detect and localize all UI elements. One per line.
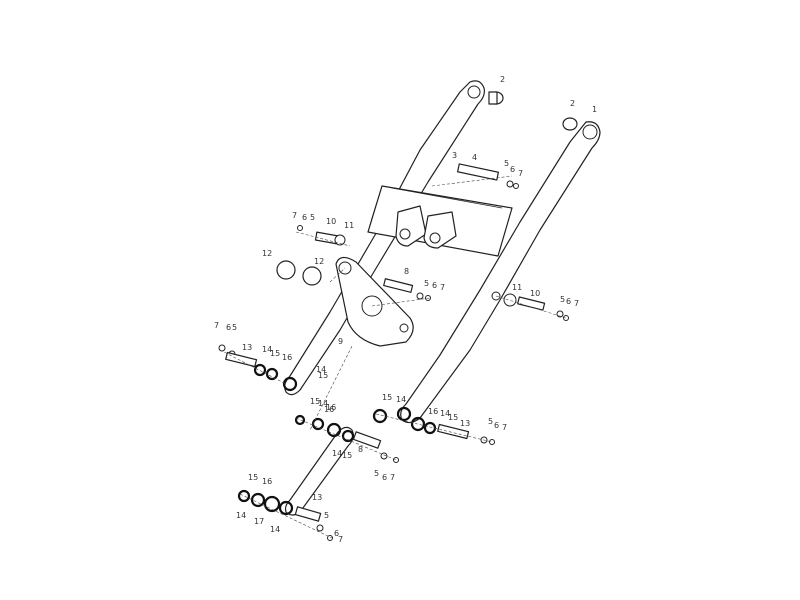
center-pin — [457, 163, 519, 189]
callout-label: 7 — [518, 169, 523, 178]
callout-label: 9 — [338, 337, 343, 346]
callout-label: 6 — [566, 297, 571, 306]
callout-label: 13 — [312, 493, 322, 502]
callout-label: 5 — [560, 295, 565, 304]
callout-label: 16 — [324, 405, 334, 414]
callout-label: 6 — [302, 213, 307, 222]
callout-label: 15 — [310, 397, 320, 406]
callout-label: 14 — [262, 345, 272, 354]
callout-label: 5 — [310, 213, 315, 222]
assembly-leaders — [219, 175, 567, 539]
callout-label: 14 — [316, 365, 326, 374]
bellcrank — [335, 256, 414, 347]
callout-label: 3 — [452, 151, 457, 160]
callout-label: 13 — [242, 343, 252, 352]
callout-label: 7 — [574, 299, 579, 308]
callout-label: 6 — [226, 323, 231, 332]
callout-label: 5 — [504, 159, 509, 168]
callout-label: 16 — [282, 353, 292, 362]
callout-label: 10 — [326, 217, 336, 226]
callout-label: 6 — [382, 473, 387, 482]
callout-label: 5 — [324, 511, 329, 520]
callout-label: 7 — [338, 535, 343, 544]
callout-label: 8 — [358, 445, 363, 454]
callout-label: 6 — [432, 281, 437, 290]
callout-label: 13 — [460, 419, 470, 428]
callout-label: 6 — [510, 165, 515, 174]
callout-label: 5 — [488, 417, 493, 426]
bushing-group-12 — [276, 260, 322, 286]
callout-label: 6 — [334, 529, 339, 538]
callout-label: 10 — [530, 289, 540, 298]
top-bushings — [488, 91, 578, 131]
callout-label: 4 — [472, 153, 477, 162]
callout-label: 7 — [502, 423, 507, 432]
callout-label: 15 — [318, 371, 328, 380]
callout-label: 15 — [448, 413, 458, 422]
tilt-link — [284, 414, 399, 516]
callout-label: 16 — [428, 407, 438, 416]
callout-label: 7 — [440, 283, 445, 292]
callout-label: 17 — [254, 517, 264, 526]
callout-label: 14 — [318, 399, 328, 408]
callout-label: 14 — [270, 525, 280, 534]
callout-label: 15 — [382, 393, 392, 402]
callout-label: 12 — [314, 257, 324, 266]
callout-label: 5 — [374, 469, 379, 478]
callout-label: 7 — [390, 473, 395, 482]
callout-label: 16 — [262, 477, 272, 486]
callout-label: 12 — [262, 249, 272, 258]
callout-label: 16 — [326, 403, 336, 412]
callout-label: 2 — [570, 99, 575, 108]
callout-label: 15 — [248, 473, 258, 482]
pin-group-bottom — [237, 489, 333, 541]
pin-group-left-upper — [297, 225, 346, 246]
callout-label: 14 — [236, 511, 246, 520]
callout-label: 5 — [232, 323, 237, 332]
lift-arm-frame — [282, 80, 601, 424]
callout-label: 11 — [512, 283, 522, 292]
pin-group-right-lower — [372, 408, 495, 445]
callout-label: 6 — [494, 421, 499, 430]
callout-label: 14 — [440, 409, 450, 418]
callout-label: 15 — [342, 451, 352, 460]
callout-label: 14 — [396, 395, 406, 404]
callout-label: 15 — [270, 349, 280, 358]
callout-label: 14 — [332, 449, 342, 458]
callout-label: 7 — [292, 211, 297, 220]
callout-label: 2 — [500, 75, 505, 84]
callout-label: 8 — [404, 267, 409, 276]
callout-label: 7 — [214, 321, 219, 330]
callout-label: 5 — [424, 279, 429, 288]
callout-labels: 1 2 2 3 4 5 6 7 7 6 5 10 11 12 12 8 5 6 … — [214, 75, 597, 544]
callout-label: 11 — [344, 221, 354, 230]
callout-label: 1 — [592, 105, 597, 114]
